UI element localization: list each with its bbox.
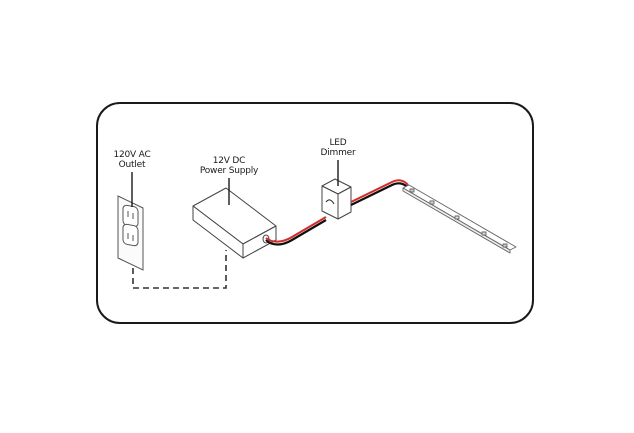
dimmer-label-line1: LED: [329, 138, 347, 148]
dimmer-icon: [321, 178, 352, 220]
power-supply-label: 12V DC Power Supply: [199, 156, 259, 176]
outlet-label-line1: 120V AC: [113, 150, 151, 160]
dimmer-label: LED Dimmer: [320, 138, 355, 158]
wire-ps-to-dimmer: [265, 216, 327, 246]
dashed-connection: [132, 250, 227, 289]
power-supply-label-line2: Power Supply: [199, 166, 259, 176]
dimmer-label-line2: Dimmer: [320, 148, 356, 158]
outlet-label: 120V AC Outlet: [113, 150, 150, 170]
wire-dimmer-to-strip: [350, 179, 409, 206]
outlet-label-line2: Outlet: [118, 160, 146, 170]
wall-outlet-icon: [117, 195, 144, 271]
power-supply-icon: [192, 187, 277, 259]
power-supply-label-line1: 12V DC: [212, 156, 246, 166]
led-strip-icon: [402, 184, 517, 254]
diagram-frame: [96, 102, 534, 324]
